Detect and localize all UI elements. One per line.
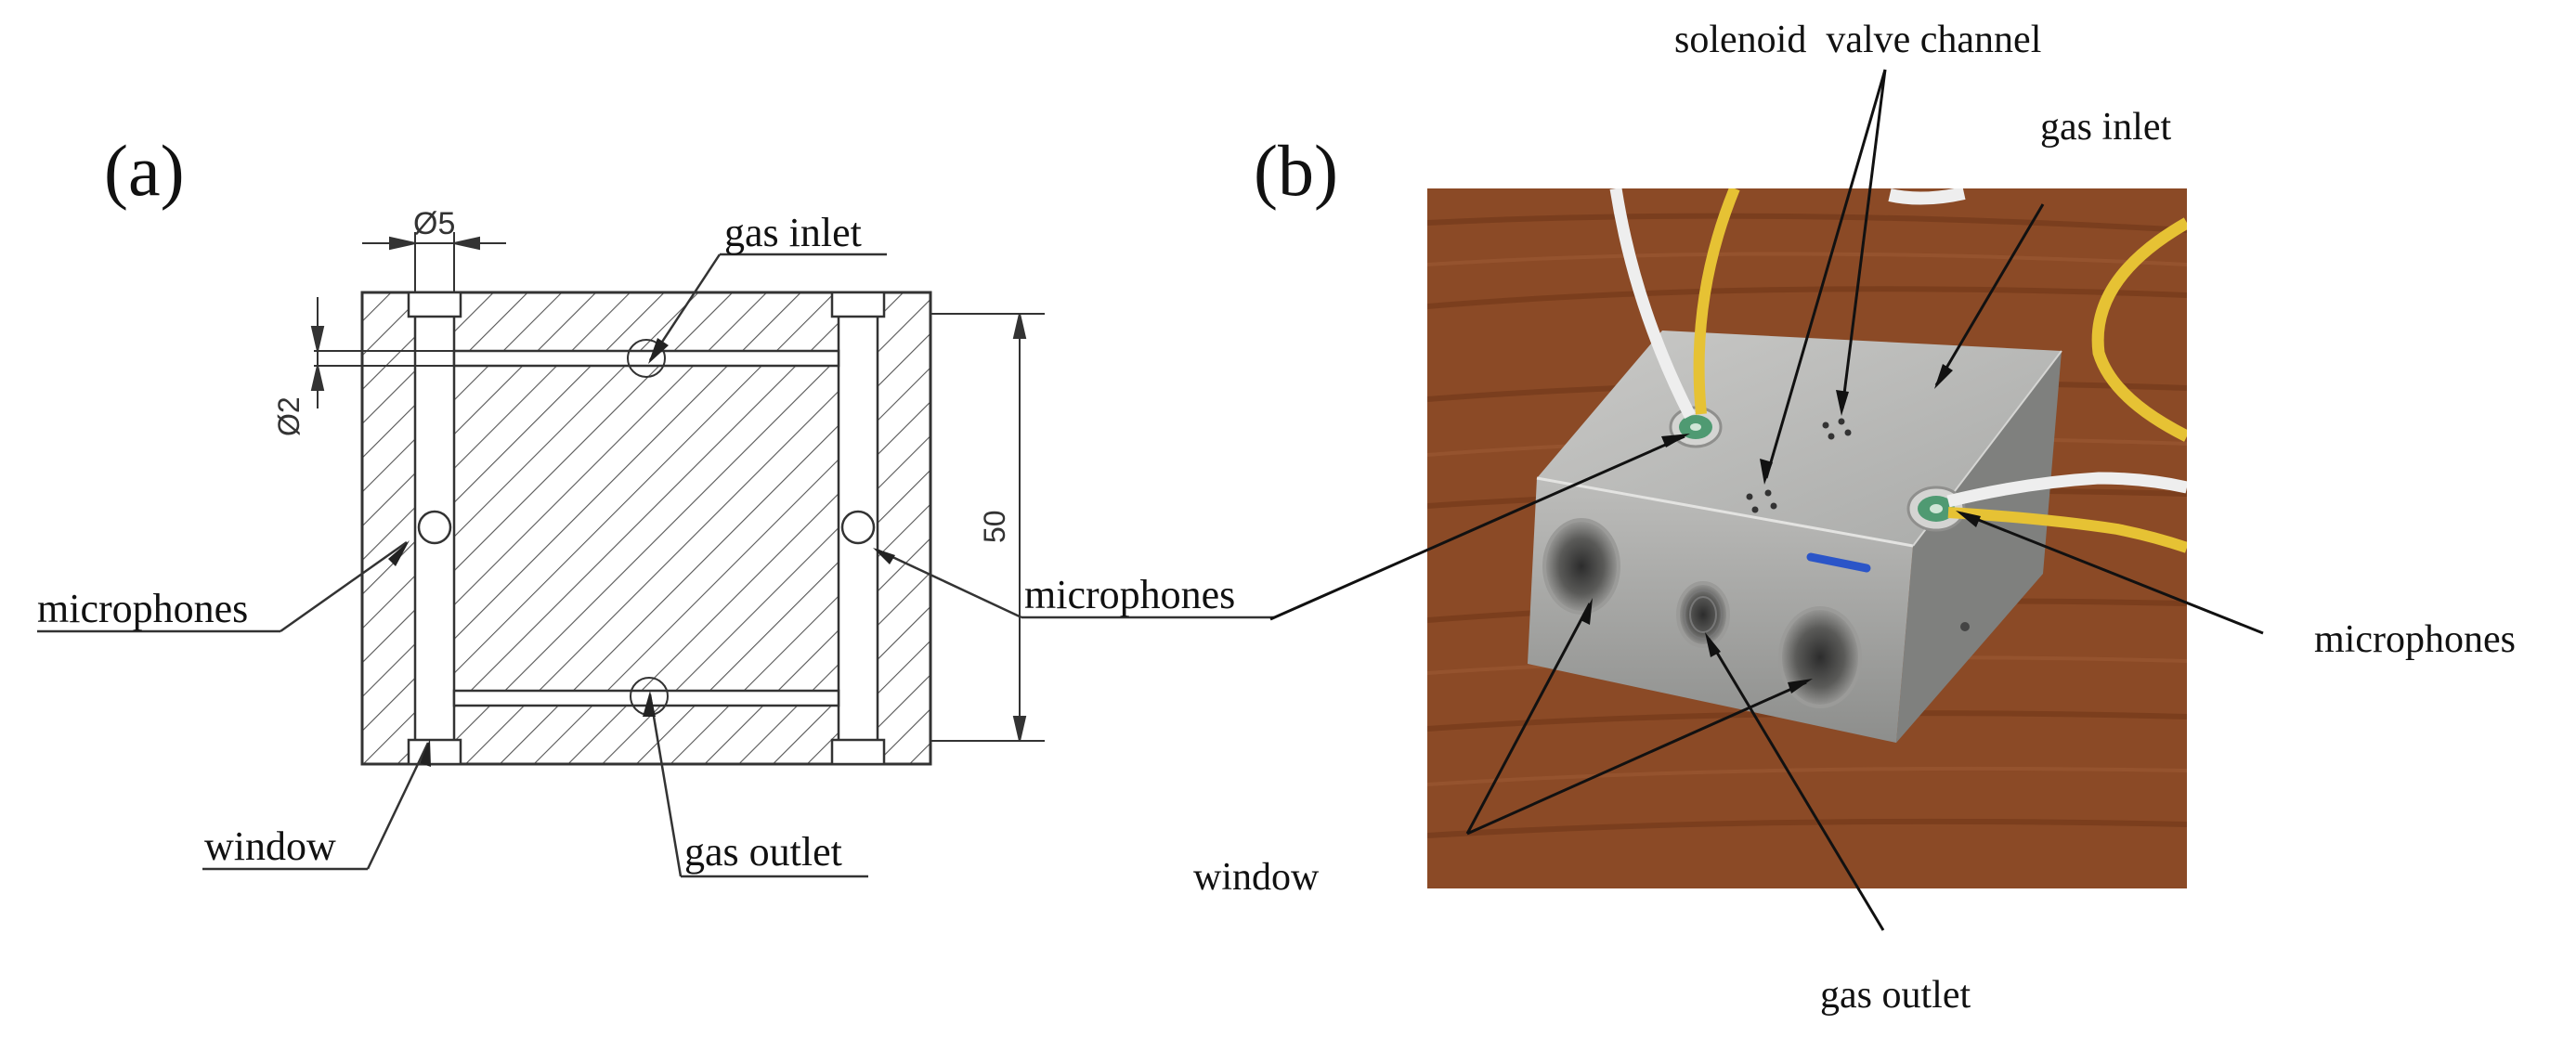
leader-arrowheads-a bbox=[388, 338, 895, 767]
label-gas-inlet-a: gas inlet bbox=[724, 210, 862, 255]
label-microphones-right-a: microphones bbox=[1024, 572, 1235, 617]
label-solenoid-valve-channel-b: solenoid valve channel bbox=[1674, 19, 2041, 61]
cell-cross-section bbox=[360, 291, 932, 766]
label-gas-outlet-b: gas outlet bbox=[1820, 974, 1971, 1017]
photo-gas-cell bbox=[1427, 188, 2187, 888]
dimension-diameter-2-label: Ø2 bbox=[272, 396, 306, 436]
dimension-length-50 bbox=[930, 313, 1045, 742]
label-window-a: window bbox=[204, 823, 336, 869]
label-microphones-left-a: microphones bbox=[37, 586, 248, 631]
dimension-diameter-5 bbox=[362, 232, 506, 292]
dimension-diameter-2 bbox=[310, 297, 454, 408]
panel-a-label: (a) bbox=[104, 130, 185, 211]
leaders-panel-a bbox=[37, 253, 1274, 878]
panel-b-label: (b) bbox=[1254, 130, 1338, 211]
leader-arrowheads-b bbox=[1581, 364, 1981, 694]
leaders-panel-b bbox=[1269, 69, 2264, 931]
label-gas-inlet-b: gas inlet bbox=[2040, 106, 2171, 149]
label-microphones-b: microphones bbox=[2314, 618, 2516, 661]
panel-b: (b) bbox=[1193, 19, 2516, 1017]
dimension-diameter-5-label: Ø5 bbox=[413, 206, 455, 241]
panel-a: (a) bbox=[37, 130, 1274, 878]
dimension-length-50-label: 50 bbox=[978, 510, 1011, 543]
label-gas-outlet-a: gas outlet bbox=[684, 829, 842, 875]
label-window-b: window bbox=[1193, 856, 1320, 899]
